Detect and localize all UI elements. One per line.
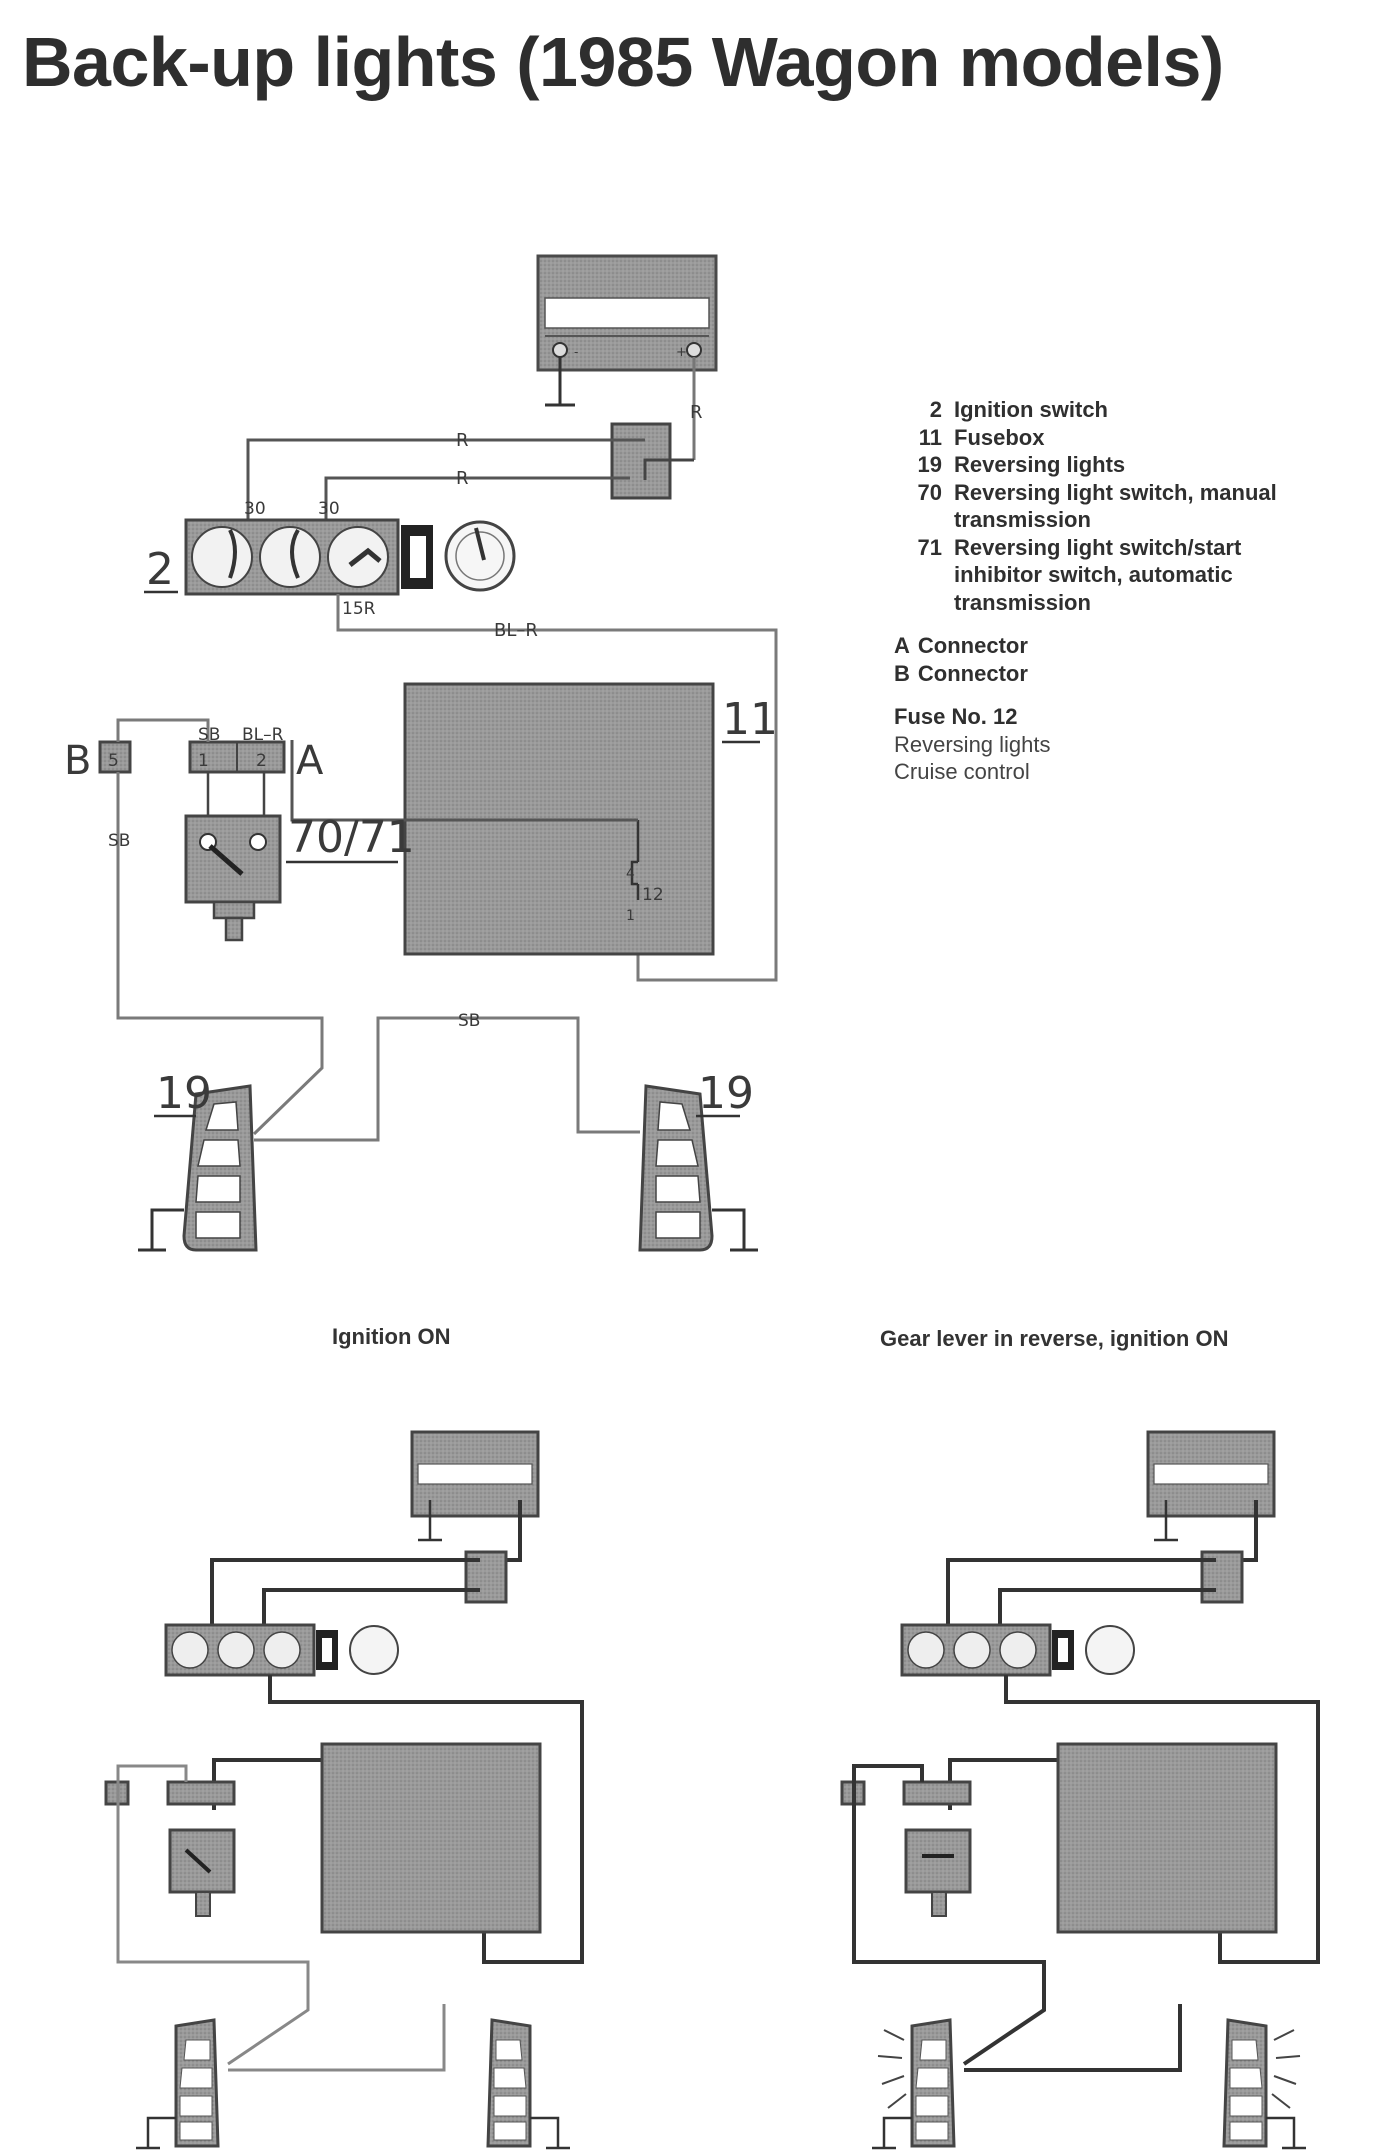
battery-ground-symbol [545, 357, 575, 407]
wire-label-lower-r: R [456, 468, 469, 489]
svg-text:-: - [574, 345, 578, 359]
connector-a-pin1: 1 [198, 751, 209, 771]
svg-text:+: + [676, 345, 687, 360]
panel-reverse-ignition-on [840, 1430, 1320, 2150]
panel-ignition-on [104, 1430, 584, 2150]
terminal-30-right: 30 [318, 499, 340, 519]
fuse-number: 12 [642, 885, 664, 905]
wire-label-sb-b: SB [108, 831, 130, 851]
wire-label-sb-a: SB [198, 725, 220, 745]
connector-a [188, 740, 286, 774]
wires-r-feed [246, 438, 645, 520]
wire-label-upper-r: R [456, 430, 469, 451]
connector-a-pin2: 2 [256, 751, 267, 771]
connector-b [98, 740, 132, 774]
reversing-light-left [138, 1084, 258, 1252]
label-fusebox: 11 [722, 694, 778, 745]
wire-bl-r [336, 594, 778, 982]
fuse-usage: Reversing lights [894, 731, 1051, 757]
reversing-light-switch [184, 772, 282, 942]
ignition-switch [184, 518, 516, 596]
label-switch: 70/71 [288, 812, 415, 863]
fuse-pin-out: 1 [626, 908, 635, 924]
label-light-right: 19 [698, 1068, 754, 1119]
caption-reverse: Gear lever in reverse, ignition ON [880, 1326, 1229, 1351]
wire-label-battery-r: R [690, 402, 703, 423]
fuse-pin-in: 4 [626, 866, 635, 882]
reversing-light-right [638, 1084, 758, 1252]
wire-label-bl-r: BL–R [494, 620, 538, 641]
terminal-15r: 15R [342, 599, 376, 619]
label-connector-a: A [296, 738, 324, 784]
wire-label-bl-r-a: BL–R [242, 725, 284, 745]
caption-ignition-on: Ignition ON [332, 1324, 451, 1349]
light-rays-left [877, 2029, 907, 2109]
light-rays-right [1271, 2029, 1301, 2109]
label-light-left: 19 [156, 1068, 212, 1119]
label-connector-b: B [64, 738, 91, 784]
wires-sb-lights [116, 772, 640, 1142]
fuse-title: Fuse No. 12 [894, 704, 1018, 729]
wire-label-sb-bottom: SB [458, 1011, 480, 1031]
page-title: Back-up lights (1985 Wagon models) [22, 23, 1224, 101]
battery: - + [536, 254, 718, 372]
wire-sb-a-b [116, 718, 210, 742]
fuse-12 [290, 740, 640, 900]
fuse-usage: Cruise control [894, 759, 1030, 784]
connector-b-pin5: 5 [108, 751, 119, 771]
terminal-30-left: 30 [244, 499, 266, 519]
label-ignition-switch: 2 [146, 544, 174, 595]
